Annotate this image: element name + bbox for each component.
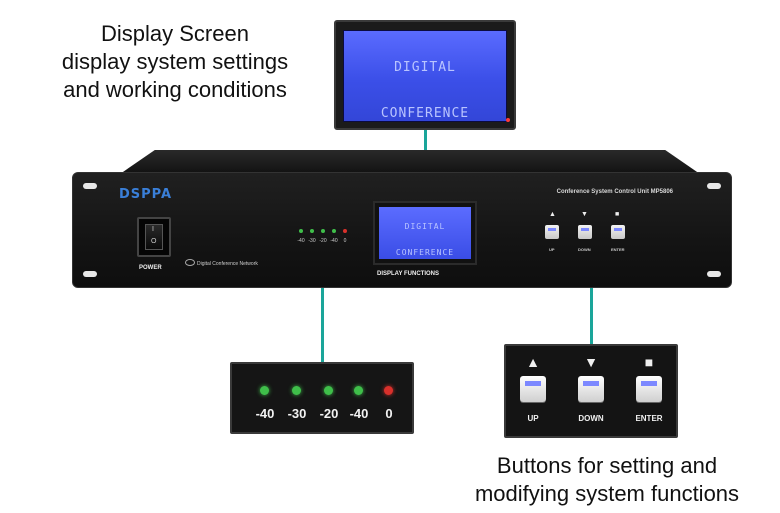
device-button-label: ENTER <box>611 247 625 252</box>
device-lcd-screen: DIGITAL CONFERENCE <box>379 207 471 259</box>
led-green <box>310 229 314 233</box>
indicator-dot <box>506 118 510 122</box>
led-label: 0 <box>343 238 347 244</box>
device-enter-button[interactable] <box>611 225 625 239</box>
enter-button[interactable] <box>636 376 662 402</box>
power-switch[interactable]: I O <box>137 217 171 257</box>
led-green <box>324 386 333 395</box>
connector-line-leds <box>321 246 324 364</box>
button-label: ENTER <box>635 414 663 423</box>
device-button-label: UP <box>549 247 555 252</box>
button-label: DOWN <box>578 414 604 423</box>
annotation-line: and working conditions <box>63 77 287 102</box>
display-screen-annotation: Display Screen display system settings a… <box>30 20 320 104</box>
mini-led-meter: -40 -30 -20 -40 0 <box>295 229 351 249</box>
mounting-hole <box>707 271 721 277</box>
lcd-line: DIGITAL <box>394 60 456 75</box>
model-label: Conference System Control Unit MP5806 <box>556 189 673 195</box>
buttons-annotation: Buttons for setting and modifying system… <box>452 452 762 508</box>
led-label: -30 <box>287 406 307 421</box>
led-green <box>332 229 336 233</box>
mounting-hole <box>83 271 97 277</box>
down-arrow-icon: ▼ <box>581 211 588 218</box>
brand-logo: DSPPA <box>119 187 173 202</box>
led-green <box>321 229 325 233</box>
device-button-label: DOWN <box>578 247 591 252</box>
mounting-hole <box>707 183 721 189</box>
annotation-line: Display Screen <box>101 21 249 46</box>
led-green <box>299 229 303 233</box>
up-arrow-icon: ▲ <box>549 211 556 218</box>
power-label: POWER <box>139 265 162 271</box>
network-icon <box>185 259 195 266</box>
led-label: -40 <box>349 406 369 421</box>
mounting-hole <box>83 183 97 189</box>
network-label: Digital Conference Network <box>197 261 258 267</box>
led-red <box>384 386 393 395</box>
button-label: UP <box>527 414 539 423</box>
connector-line-buttons <box>590 246 593 346</box>
display-screen-callout: DIGITAL CONFERENCE <box>334 20 516 130</box>
annotation-line: display system settings <box>61 49 289 74</box>
enter-square-icon: ■ <box>615 211 620 218</box>
power-on-mark: I <box>152 226 154 233</box>
led-green <box>354 386 363 395</box>
up-arrow-icon: ▲ <box>526 354 540 370</box>
led-label: 0 <box>385 406 393 421</box>
led-meter-callout: -40 -30 -20 -40 0 <box>230 362 414 434</box>
led-green <box>292 386 301 395</box>
device-up-button[interactable] <box>545 225 559 239</box>
down-arrow-icon: ▼ <box>584 354 598 370</box>
buttons-callout: ▲ ▼ ■ UP DOWN ENTER <box>504 344 678 438</box>
annotation-line: modifying system functions <box>474 481 740 506</box>
device-display: DIGITAL CONFERENCE <box>373 201 477 265</box>
lcd-line: CONFERENCE <box>395 248 455 257</box>
annotation-line: Buttons for setting and <box>496 453 718 478</box>
led-label: -20 <box>319 406 339 421</box>
lcd-line: CONFERENCE <box>380 106 470 121</box>
led-label: -20 <box>319 238 327 244</box>
down-button[interactable] <box>578 376 604 402</box>
led-label: -40 <box>330 238 338 244</box>
led-green <box>260 386 269 395</box>
rack-top-surface <box>120 150 700 174</box>
control-unit: DSPPA Conference System Control Unit MP5… <box>72 172 732 288</box>
power-off-mark: O <box>151 238 157 245</box>
lcd-screen: DIGITAL CONFERENCE <box>343 30 507 122</box>
device-down-button[interactable] <box>578 225 592 239</box>
up-button[interactable] <box>520 376 546 402</box>
led-label: -40 <box>255 406 275 421</box>
led-label: -30 <box>308 238 316 244</box>
led-red <box>343 229 347 233</box>
lcd-line: DIGITAL <box>404 222 446 231</box>
enter-square-icon: ■ <box>644 354 654 370</box>
display-functions-label: DISPLAY FUNCTIONS <box>377 271 440 277</box>
power-rocker[interactable]: I O <box>145 224 163 250</box>
led-label: -40 <box>297 238 305 244</box>
